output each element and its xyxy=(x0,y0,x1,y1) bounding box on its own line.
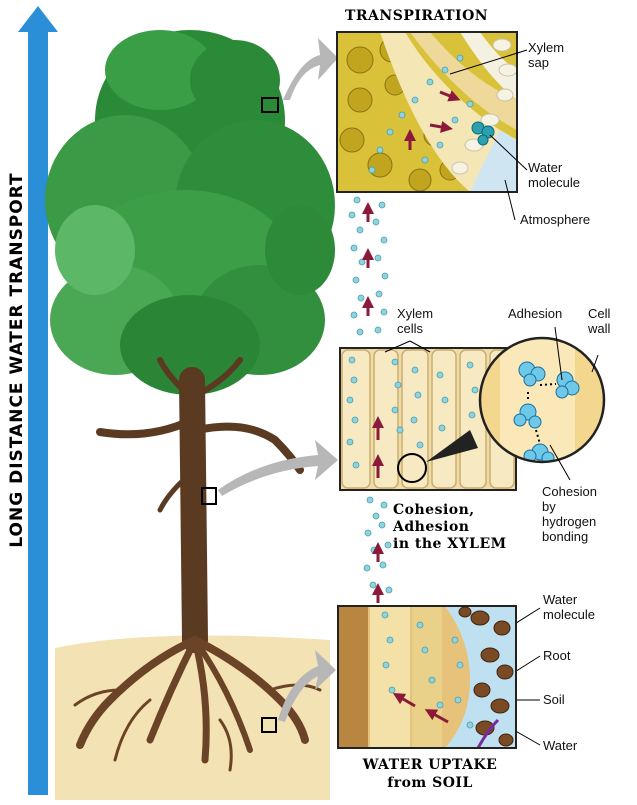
label-xylem-sap: Xylem sap xyxy=(528,40,565,70)
label-cell-wall: Cell wall xyxy=(588,306,611,336)
adhesion-zoom xyxy=(478,336,606,464)
label-cohesion-hydrogen: Cohesion by hydrogen bonding xyxy=(542,484,597,544)
locator-squares xyxy=(201,97,279,733)
label-water-molecule-bottom: Water molecule xyxy=(543,592,596,622)
transpiration-heading: TRANSPIRATION xyxy=(345,8,489,24)
label-water: Water xyxy=(543,738,578,753)
zoom-arrows xyxy=(218,38,338,722)
label-atmosphere: Atmosphere xyxy=(520,212,591,227)
tree-trunk xyxy=(96,357,304,653)
upward-flow-arrows xyxy=(362,202,384,603)
water-uptake-caption: WATER UPTAKE from SOIL xyxy=(362,757,498,791)
zoom-pointer xyxy=(426,430,478,462)
label-soil: Soil xyxy=(543,692,565,707)
label-xylem-cells: Xylem cells xyxy=(397,306,434,336)
label-adhesion: Adhesion xyxy=(508,306,563,321)
long-distance-title: LONG DISTANCE WATER TRANSPORT xyxy=(7,172,27,548)
cohesion-adhesion-caption: Cohesion, Adhesion in the XYLEM xyxy=(393,502,507,552)
label-water-molecule-top: Water molecule xyxy=(528,160,581,190)
transpiration-panel xyxy=(337,32,517,192)
soil-ground xyxy=(55,635,330,800)
long-distance-arrow xyxy=(18,6,58,795)
water-uptake-panel xyxy=(338,606,516,748)
tree-foliage xyxy=(45,30,335,395)
tree-roots xyxy=(73,636,322,772)
water-column-dots xyxy=(348,196,393,594)
label-root: Root xyxy=(543,648,571,663)
